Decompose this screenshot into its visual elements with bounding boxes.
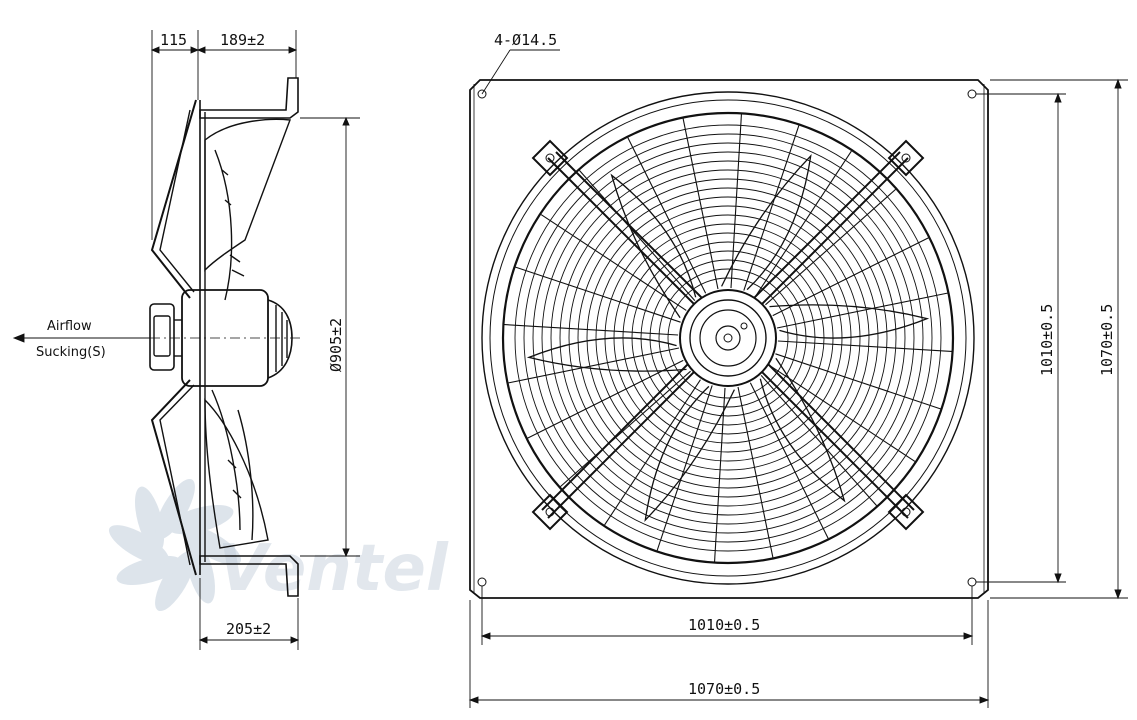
front-plate: [469, 79, 989, 599]
fan-blade: [610, 173, 697, 319]
guard-spoke: [765, 188, 896, 306]
dim-inner-width: 1010±0.5: [688, 616, 760, 634]
front-dimension-labels: 4-Ø14.5 1010±0.5 1070±0.5 1010±0.5 1070±…: [494, 31, 1116, 698]
guard-wire-ring: [559, 169, 897, 507]
guard-ring: [501, 111, 955, 565]
guard-wire-ring: [532, 142, 924, 534]
guard-wire-ring: [604, 214, 852, 462]
side-view: [110, 77, 300, 597]
guard-spoke: [682, 118, 719, 290]
guard-wire-ring: [649, 259, 807, 417]
dim-205: 205±2: [226, 620, 271, 638]
dim-115: 115: [160, 31, 187, 49]
guard-wire-ring: [514, 124, 942, 552]
side-blade-top: [204, 118, 291, 272]
guard-wire-ring: [541, 151, 915, 525]
guard-spoke: [527, 359, 684, 439]
guard-wire-ring: [523, 133, 933, 543]
watermark-fan-blade: [134, 486, 165, 553]
front-view: [469, 79, 989, 599]
venturi-outer: [481, 91, 975, 585]
watermark-fan-blade: [155, 478, 195, 540]
guard-wire-ring: [658, 268, 798, 408]
guard-wire-ring: [595, 205, 861, 471]
side-junction-box: [149, 303, 175, 371]
guard-spoke: [560, 370, 691, 488]
guard-spokes: [504, 114, 952, 562]
dim-diameter: Ø905±2: [327, 318, 345, 372]
fan-blade: [526, 337, 687, 372]
motor-hub: [679, 289, 777, 387]
guard-spoke: [755, 150, 852, 297]
guard-spoke: [627, 137, 707, 294]
guard-spoke: [714, 387, 726, 562]
holes-label: 4-Ø14.5: [494, 31, 557, 49]
dim-outer-width: 1070±0.5: [688, 680, 760, 698]
side-blade-bottom: [204, 398, 269, 549]
fan-blade: [721, 154, 812, 291]
guard-wire-ring: [577, 187, 879, 489]
watermark-fan-blade: [180, 525, 242, 565]
watermark-text: Ventel: [218, 532, 449, 606]
guard-spoke: [760, 375, 878, 506]
watermark-fan-blade: [108, 525, 170, 565]
watermark-fan-blade: [116, 555, 183, 586]
fan-blade: [644, 385, 735, 522]
side-flange: [199, 77, 299, 119]
guard-spoke: [775, 353, 941, 410]
sucking-label: Sucking(S): [36, 345, 106, 360]
guard-wire-ring: [640, 250, 816, 426]
guard-spoke: [508, 347, 680, 384]
guard-spoke: [578, 170, 696, 301]
airflow-label: Airflow: [47, 319, 92, 334]
front-dimensions: [468, 49, 1128, 708]
dim-outer-height: 1070±0.5: [1098, 304, 1116, 376]
guard-spoke: [515, 266, 681, 323]
guard-spoke: [656, 385, 713, 551]
fan-blades: [526, 154, 930, 522]
dim-189: 189±2: [220, 31, 265, 49]
fan-blade: [759, 357, 846, 503]
side-motor: [181, 289, 269, 387]
guard-spoke: [743, 125, 800, 291]
guard-spoke: [776, 292, 948, 329]
guard-spoke: [737, 386, 774, 558]
side-dimension-labels: 115 189±2 205±2 Ø905±2 Airflow Sucking(S…: [36, 31, 345, 638]
watermark-fan-blade: [155, 550, 195, 612]
side-dimensions: [12, 30, 360, 650]
guard-spoke: [777, 340, 952, 352]
watermark: Ventel: [108, 478, 449, 612]
guard-spoke: [749, 382, 829, 539]
fan-blade: [769, 304, 930, 339]
guard-spoke: [540, 214, 687, 311]
side-flange-bottom: [199, 555, 299, 597]
guard-wire-ring: [568, 178, 888, 498]
guard-wire-ring: [586, 196, 870, 480]
guard-spoke: [730, 114, 742, 289]
guard-spoke: [604, 379, 701, 526]
guard-spoke: [504, 324, 679, 336]
guard-wire-ring: [550, 160, 906, 516]
dim-inner-height: 1010±0.5: [1038, 304, 1056, 376]
guard-spoke: [769, 365, 916, 462]
guard-spoke: [772, 237, 929, 317]
guard-wire-ring: [667, 277, 789, 399]
